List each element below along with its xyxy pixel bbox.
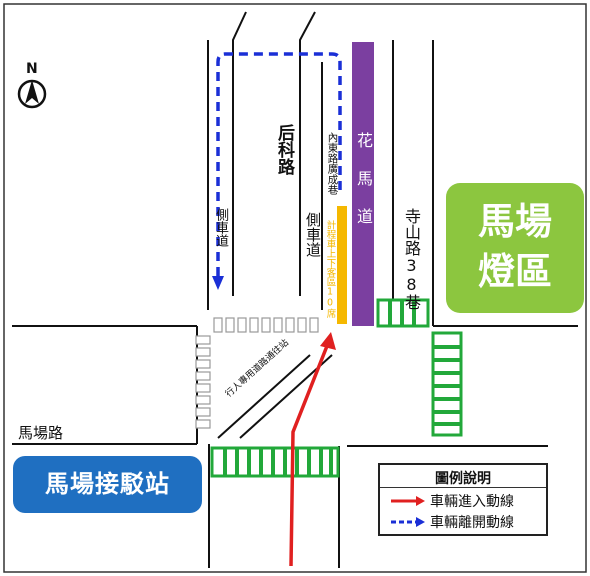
houke-road-label: 后科路 xyxy=(274,124,294,175)
side-road-left-label: 側車道 xyxy=(213,208,228,247)
huamadao-bar xyxy=(352,42,374,326)
legend-title: 圖例說明 xyxy=(435,471,491,487)
road-edges xyxy=(12,11,578,568)
lantern-area-sign: 馬場 燈區 xyxy=(446,183,584,313)
sishan-lane-label: 寺山路38巷 xyxy=(402,208,421,310)
lantern-area-line-1: 馬場 xyxy=(478,200,552,243)
legend-exit-row: 車輛離開動線 xyxy=(390,512,514,532)
legend-box: 圖例說明 車輛進入動線 車輛離開動線 xyxy=(378,463,548,536)
neidong-lane-label: 內東路廣成巷 xyxy=(326,132,339,195)
legend-entry-label: 車輛進入動線 xyxy=(430,494,514,510)
side-road-right-label: 側車道 xyxy=(304,212,322,257)
legend-entry-row: 車輛進入動線 xyxy=(390,491,514,511)
huamadao-label: 花馬道 xyxy=(354,132,373,246)
entry-route xyxy=(289,332,336,567)
machang-road-label: 馬場路 xyxy=(18,424,64,442)
compass-north-label: N xyxy=(26,61,38,77)
exit-route xyxy=(212,52,342,290)
legend-exit-label: 車輛離開動線 xyxy=(430,515,514,531)
gray-crosswalk-left xyxy=(195,335,211,429)
legend-divider xyxy=(380,487,546,488)
green-crosswalk-bottom xyxy=(210,446,340,478)
shuttle-station-sign: 馬場接駁站 xyxy=(13,456,202,513)
red-arrow-icon xyxy=(391,496,425,506)
taxi-zone-bar xyxy=(337,206,347,324)
gray-crosswalk-top xyxy=(213,317,319,333)
lantern-area-line-2: 燈區 xyxy=(478,250,552,293)
north-arrow-icon xyxy=(17,79,47,109)
green-crosswalk-right xyxy=(431,331,463,437)
green-crosswalk-lane-stripes xyxy=(388,300,416,326)
map-frame xyxy=(3,3,587,573)
taxi-zone-label: 計程車上下客區10席 xyxy=(324,220,336,318)
blue-dashed-arrow-icon xyxy=(391,517,425,527)
